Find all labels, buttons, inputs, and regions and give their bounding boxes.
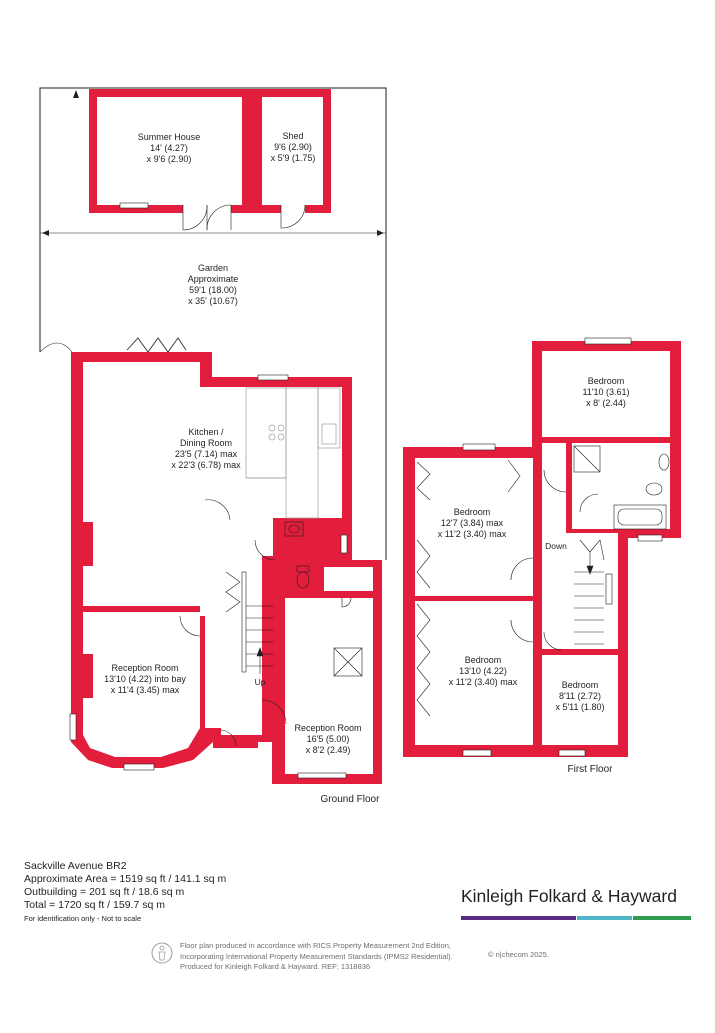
summer-house-doors	[182, 204, 232, 231]
ground-fixtures	[284, 521, 363, 677]
person-icon	[151, 942, 173, 964]
stairs-down-label: Down	[545, 541, 567, 551]
kitchen-dim1: 23'5 (7.14) max	[175, 449, 238, 459]
ground-inner-walls	[83, 522, 93, 698]
reception1-dim1: 13'10 (4.22) into bay	[104, 674, 186, 684]
brand-bar-green	[633, 916, 691, 920]
shed-name: Shed	[282, 131, 303, 141]
garden-arrows	[42, 90, 384, 236]
ground-doors	[179, 499, 287, 747]
windows-first	[462, 337, 663, 757]
disclaimer-line-2: Incorporating International Property Mea…	[180, 951, 453, 961]
reception2-dim2: x 8'2 (2.49)	[306, 745, 351, 755]
kitchen-name2: Dining Room	[180, 438, 232, 448]
reception-room-2-walls	[272, 560, 382, 784]
summer-house-dim2: x 9'6 (2.90)	[147, 154, 192, 164]
label-kitchen: Kitchen / Dining Room 23'5 (7.14) max x …	[171, 427, 241, 470]
stairs-up-label: Up	[255, 677, 266, 687]
total-area: Total = 1720 sq ft / 159.7 sq m	[24, 899, 165, 911]
shed-dim2: x 5'9 (1.75)	[271, 153, 316, 163]
bedroom2-dim2: x 11'2 (3.40) max	[438, 529, 507, 539]
bedroom1-dim2: x 8' (2.44)	[586, 398, 626, 408]
label-bedroom-2: Bedroom 12'7 (3.84) max x 11'2 (3.40) ma…	[438, 507, 507, 539]
first-floor-interior	[415, 351, 670, 745]
ground-floor-interior	[83, 362, 342, 757]
garden-dim1: 59'1 (18.00)	[189, 285, 237, 295]
reception2-dim1: 16'5 (5.00)	[307, 734, 350, 744]
first-doors	[510, 469, 599, 651]
disclaimer-line-3: Produced for Kinleigh Folkard & Hayward.…	[180, 962, 371, 971]
ground-stairs	[225, 571, 274, 674]
garden-name: Garden	[198, 263, 228, 273]
disclaimer-line-1: Floor plan produced in accordance with R…	[180, 941, 451, 950]
kitchen-name: Kitchen /	[188, 427, 224, 437]
brand-bar-teal	[577, 916, 632, 920]
bedroom4-dim1: 8'11 (2.72)	[559, 691, 601, 701]
copyright-credit: © n|checom 2025.	[488, 950, 549, 959]
reception1-name: Reception Room	[111, 663, 178, 673]
label-shed: Shed 9'6 (2.90) x 5'9 (1.75)	[271, 131, 316, 163]
shed-walls	[250, 89, 331, 229]
outbuilding-area: Outbuilding = 201 sq ft / 18.6 sq m	[24, 886, 185, 898]
label-summer-house: Summer House 14' (4.27) x 9'6 (2.90)	[138, 132, 201, 164]
disclaimer: Floor plan produced in accordance with R…	[180, 941, 453, 973]
bedroom3-name: Bedroom	[465, 655, 502, 665]
reception2-name: Reception Room	[294, 723, 361, 733]
bifold-doors	[126, 337, 187, 353]
scale-note: For identification only - Not to scale	[24, 914, 142, 923]
first-floor-inner-walls	[415, 437, 670, 743]
label-garden: Garden Approximate 59'1 (18.00) x 35' (1…	[188, 263, 239, 306]
kitchen-fittings	[245, 387, 341, 519]
shed-dim1: 9'6 (2.90)	[274, 142, 312, 152]
bedroom2-name: Bedroom	[454, 507, 491, 517]
first-floor-label: First Floor	[568, 764, 614, 775]
label-bedroom-4: Bedroom 8'11 (2.72) x 5'11 (1.80)	[555, 680, 604, 712]
bedroom4-dim2: x 5'11 (1.80)	[555, 702, 604, 712]
approximate-area: Approximate Area = 1519 sq ft / 141.1 sq…	[24, 873, 227, 885]
label-reception-2: Reception Room 16'5 (5.00) x 8'2 (2.49)	[294, 723, 361, 755]
label-bedroom-3: Bedroom 13'10 (4.22) x 11'2 (3.40) max	[449, 655, 518, 687]
bedroom3-dim1: 13'10 (4.22)	[459, 666, 507, 676]
summer-house-dim1: 14' (4.27)	[150, 143, 188, 153]
kitchen-dim2: x 22'3 (6.78) max	[171, 460, 241, 470]
ground-floor-label: Ground Floor	[321, 794, 381, 805]
garden-approx: Approximate	[188, 274, 239, 284]
bedroom2-dim1: 12'7 (3.84) max	[441, 518, 504, 528]
brand-bar-purple	[461, 916, 576, 920]
bedroom1-name: Bedroom	[588, 376, 625, 386]
windows-ground	[69, 374, 348, 771]
garden-boundary	[39, 87, 387, 560]
reception1-dim2: x 11'4 (3.45) max	[111, 685, 180, 695]
wardrobes	[416, 459, 521, 717]
label-bedroom-1: Bedroom 11'10 (3.61) x 8' (2.44)	[582, 376, 629, 408]
label-reception-1: Reception Room 13'10 (4.22) into bay x 1…	[104, 663, 186, 695]
summer-house-name: Summer House	[138, 132, 201, 142]
bedroom1-dim1: 11'10 (3.61)	[582, 387, 629, 397]
address: Sackville Avenue BR2	[24, 860, 127, 872]
brand-logo-text: Kinleigh Folkard & Hayward	[461, 886, 677, 906]
bedroom3-dim2: x 11'2 (3.40) max	[449, 677, 518, 687]
first-stairs	[574, 539, 605, 645]
bathroom-fixtures	[573, 445, 670, 530]
garden-dim2: x 35' (10.67)	[188, 296, 238, 306]
bedroom4-name: Bedroom	[562, 680, 599, 690]
